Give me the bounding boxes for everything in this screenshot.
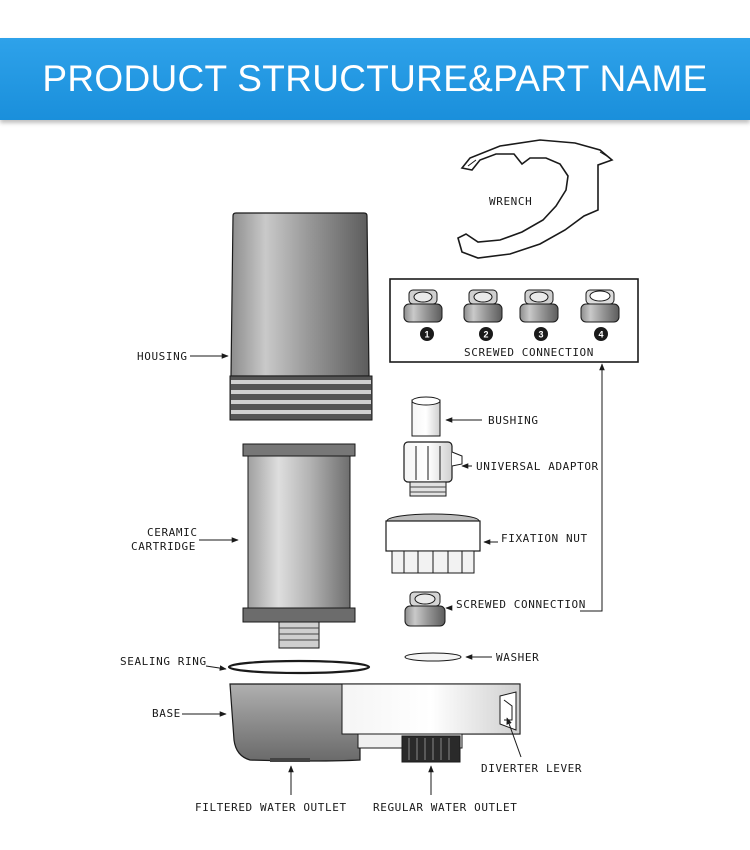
diverter-lever-label: DIVERTER LEVER [481,762,582,775]
base-label: BASE [152,707,181,720]
connection-4: 4 [580,289,620,341]
connection-2: 2 [463,289,503,341]
universal-adaptor [403,441,463,497]
bushing [411,396,441,437]
screwed-connection-box: 1 2 3 4 SCREWED CONNECTION [389,278,639,363]
ceramic-cartridge-label-line1: CERAMIC [147,526,198,539]
housing-label: HOUSING [137,350,188,363]
connection-2-number: 2 [484,330,489,340]
wrench-label: WRENCH [489,195,532,208]
fixation-nut-label: FIXATION NUT [501,532,588,545]
washer-label: WASHER [496,651,539,664]
connection-1: 1 [403,289,443,341]
washer [404,652,462,662]
wrench [457,139,614,259]
sealing-ring-label: SEALING RING [120,655,207,668]
ceramic-cartridge-label-line2: CARTRIDGE [131,540,196,553]
screwed-connection-box-label: SCREWED CONNECTION [464,346,594,359]
base [229,683,521,763]
sealing-ring [227,659,371,675]
screwed-connection-label: SCREWED CONNECTION [456,598,586,611]
ceramic-cartridge [242,443,356,649]
connection-3-number: 3 [539,330,544,340]
filtered-water-outlet-label: FILTERED WATER OUTLET [195,801,347,814]
universal-adaptor-label: UNIVERSAL ADAPTOR [476,460,599,473]
header-banner: PRODUCT STRUCTURE&PART NAME [0,38,750,120]
connection-4-number: 4 [599,330,604,340]
bushing-label: BUSHING [488,414,539,427]
page-title: PRODUCT STRUCTURE&PART NAME [42,58,708,99]
housing [229,212,373,421]
screwed-connection [404,591,446,627]
connection-3: 3 [519,289,559,341]
fixation-nut [385,513,481,574]
regular-water-outlet-label: REGULAR WATER OUTLET [373,801,517,814]
connection-1-number: 1 [425,330,430,340]
